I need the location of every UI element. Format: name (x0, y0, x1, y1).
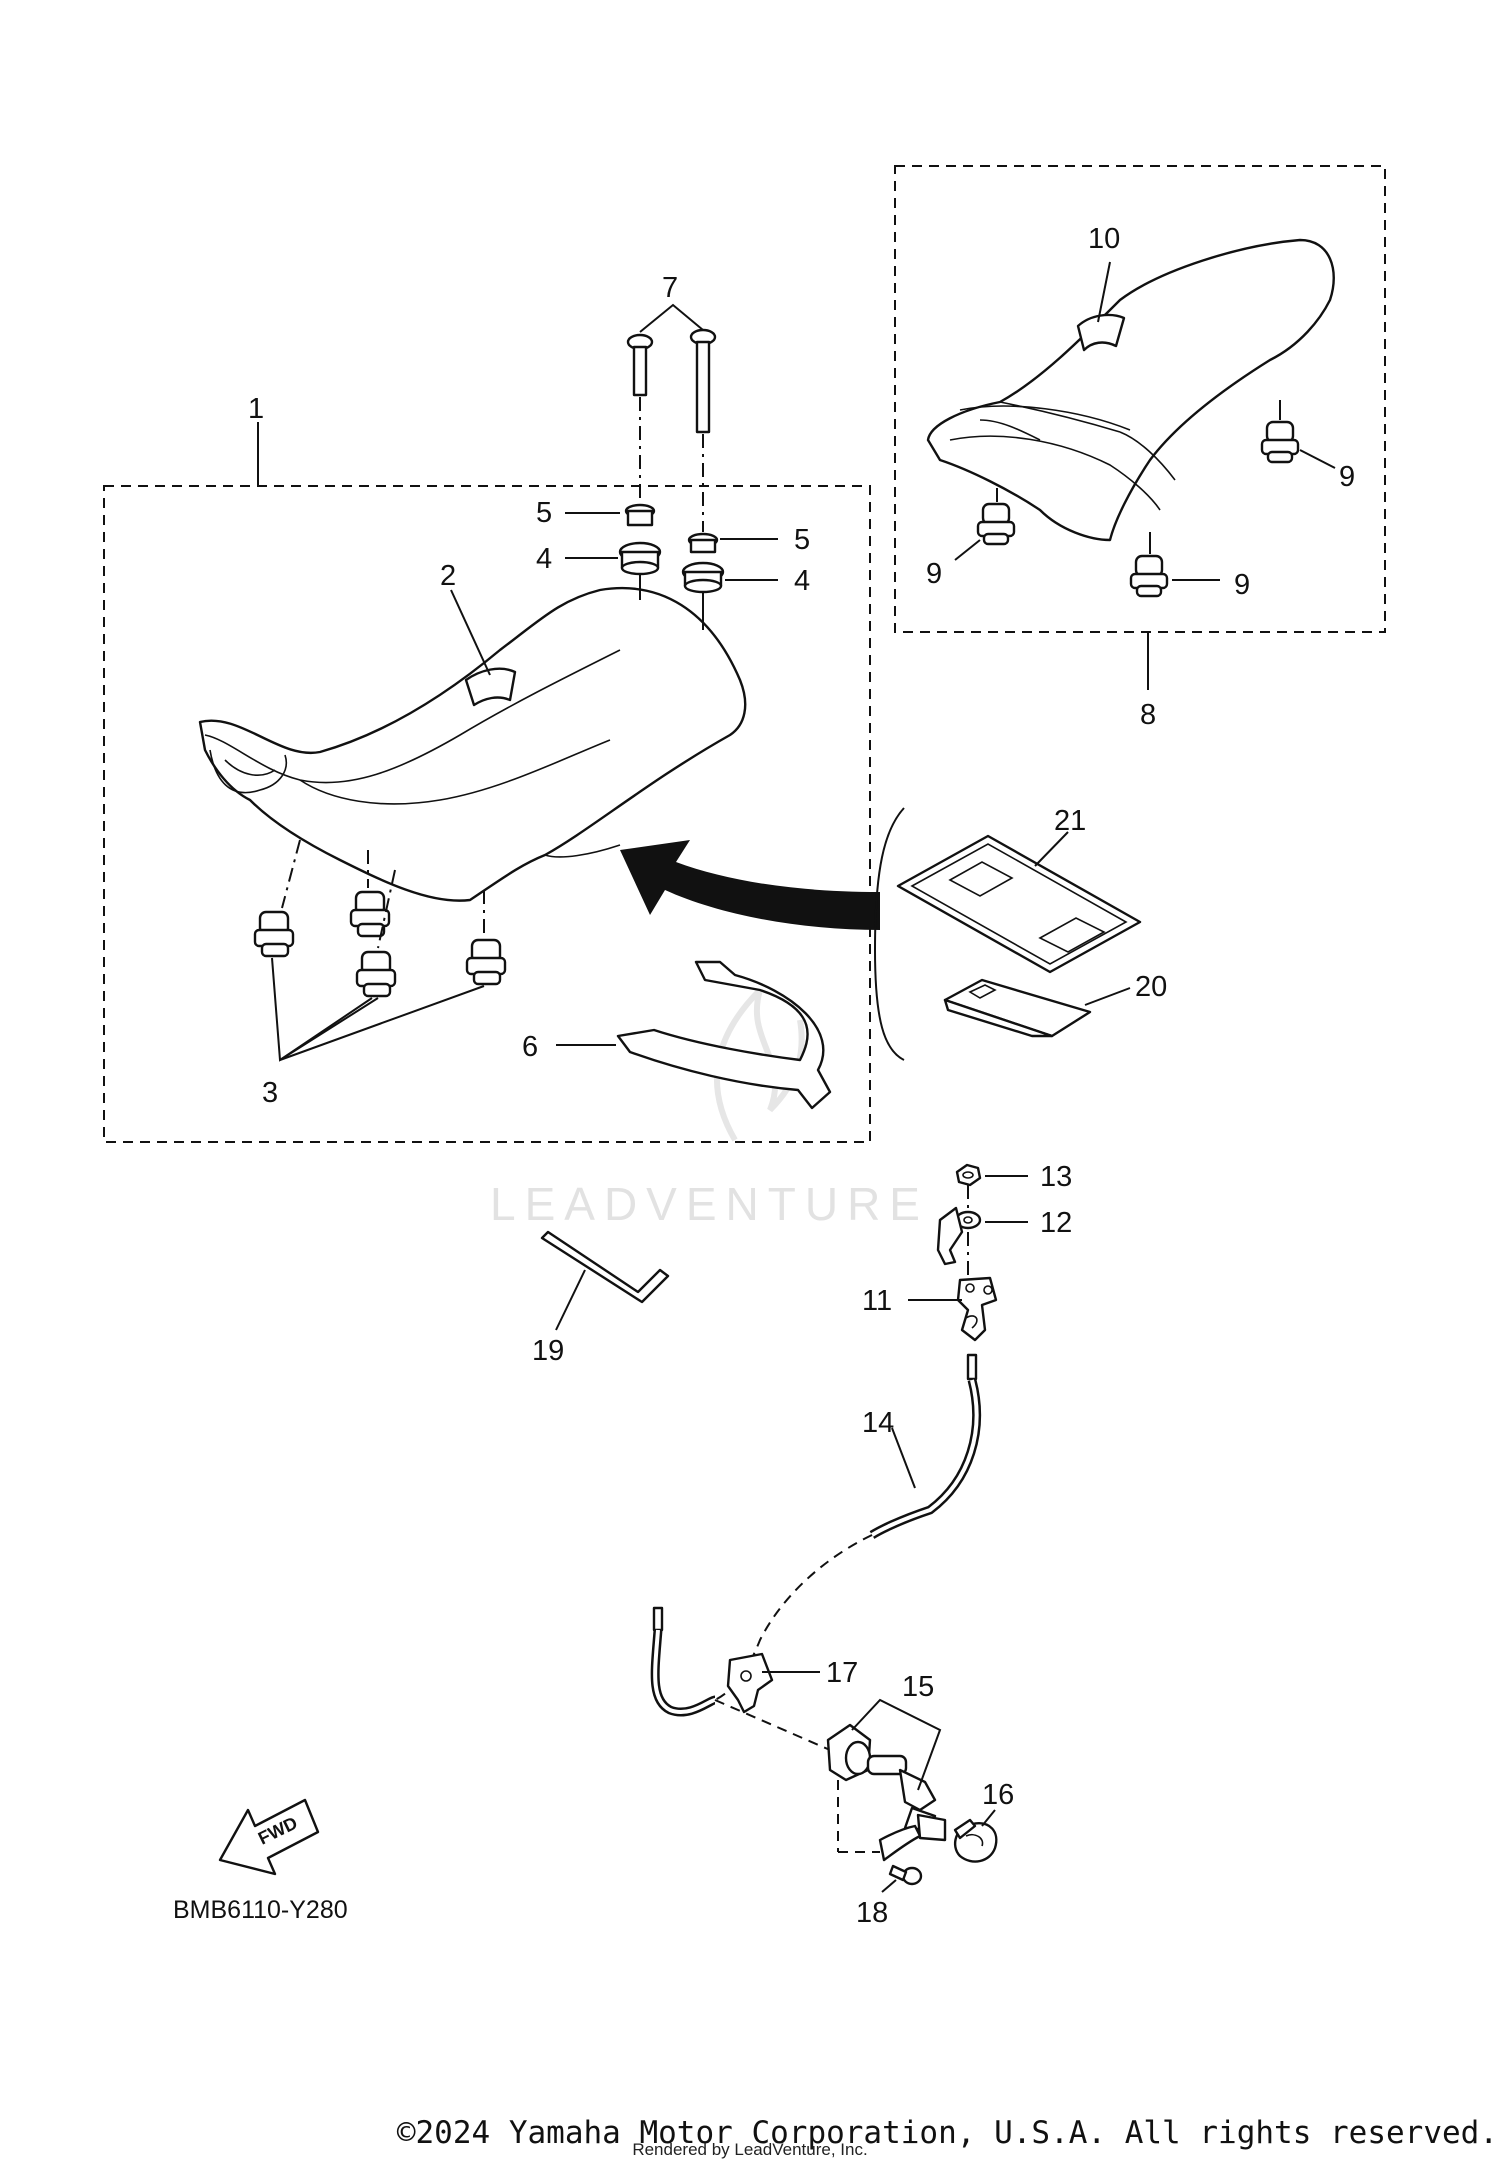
callout-7: 7 (662, 272, 678, 304)
cable-part-14 (650, 1353, 982, 1717)
band-part-6 (616, 960, 832, 1110)
bracket (873, 807, 905, 1061)
callout-5-right: 5 (794, 524, 810, 556)
callout-11: 11 (862, 1285, 892, 1317)
leader-9a (1299, 449, 1336, 469)
callout-16: 16 (982, 1779, 1014, 1811)
dash-3a (281, 839, 301, 909)
callout-14: 14 (862, 1407, 894, 1439)
callout-10: 10 (1088, 223, 1120, 255)
callout-6: 6 (522, 1031, 538, 1063)
callout-8: 8 (1140, 699, 1156, 731)
callout-18: 18 (856, 1897, 888, 1929)
callout-13: 13 (1040, 1161, 1072, 1193)
callouts: 1 2 3 4 4 5 5 6 7 8 9 9 9 10 11 12 13 14… (248, 223, 1355, 1929)
copyright-text: ©2024 Yamaha Motor Corporation, U.S.A. A… (396, 2115, 1498, 2151)
dash-3c (377, 869, 396, 949)
callout-17: 17 (826, 1657, 858, 1689)
callout-20: 20 (1135, 971, 1167, 1003)
collar-part-5 (624, 503, 719, 554)
bolt-part-7 (626, 328, 717, 434)
grommet-part-9 (976, 420, 1300, 598)
grommet-part-4 (618, 541, 725, 594)
watermark-text: LEADVENTURE (490, 1178, 929, 1230)
callout-9-right: 9 (1339, 461, 1355, 493)
washer-part-12 (936, 1206, 982, 1266)
leader-20 (1084, 987, 1131, 1006)
callout-9-left: 9 (926, 558, 942, 590)
callout-3: 3 (262, 1077, 278, 1109)
seat-part-2 (198, 586, 747, 902)
wrench-part-19 (540, 1230, 670, 1304)
callout-15: 15 (902, 1671, 934, 1703)
grommet-part-3 (253, 890, 507, 998)
leader-3b (279, 985, 485, 1061)
leader-7 (639, 303, 704, 333)
callout-2: 2 (440, 560, 456, 592)
leader-16 (981, 1809, 996, 1827)
rear-seat-part-10 (926, 238, 1335, 542)
leader-21 (1034, 831, 1069, 867)
nut-part-13 (955, 1163, 982, 1187)
leader-9b (954, 539, 981, 561)
bracket-part-17 (726, 1652, 774, 1714)
arrow-to-seat-icon (620, 840, 880, 930)
callout-5-left: 5 (536, 497, 552, 529)
dash-lock-axis (714, 1699, 831, 1751)
copyright-notice: ©2024 Yamaha Motor Corporation, U.S.A. A… (0, 2115, 1500, 2151)
fwd-arrow-icon: FWD (218, 1798, 320, 1876)
group-box-seat (103, 485, 871, 1143)
hook-part-11 (956, 1276, 998, 1342)
callout-12: 12 (1040, 1207, 1072, 1239)
cover-part-16 (953, 1818, 998, 1863)
diagram-code: BMB6110-Y280 (173, 1896, 348, 1924)
leader-14 (891, 1427, 916, 1489)
callout-4-right: 4 (794, 565, 810, 597)
callout-9-bottom: 9 (1234, 569, 1250, 601)
callout-4-left: 4 (536, 543, 552, 575)
lock-part-15 (826, 1723, 947, 1862)
rendered-by-notice: Rendered by LeadVenture, Inc. (632, 2140, 868, 2159)
leader-18 (881, 1879, 897, 1893)
callout-19: 19 (532, 1335, 564, 1367)
leader-19 (555, 1269, 586, 1331)
callout-21: 21 (1054, 805, 1086, 837)
group-box-rear-seat (894, 165, 1386, 633)
leader-2 (450, 589, 491, 676)
tool-bag-part-20 (943, 978, 1092, 1038)
callout-1: 1 (248, 393, 264, 425)
manual-part-21 (896, 834, 1142, 974)
leader-15 (851, 1698, 942, 1791)
screw-part-18 (888, 1864, 923, 1886)
leader-10 (1097, 261, 1111, 323)
